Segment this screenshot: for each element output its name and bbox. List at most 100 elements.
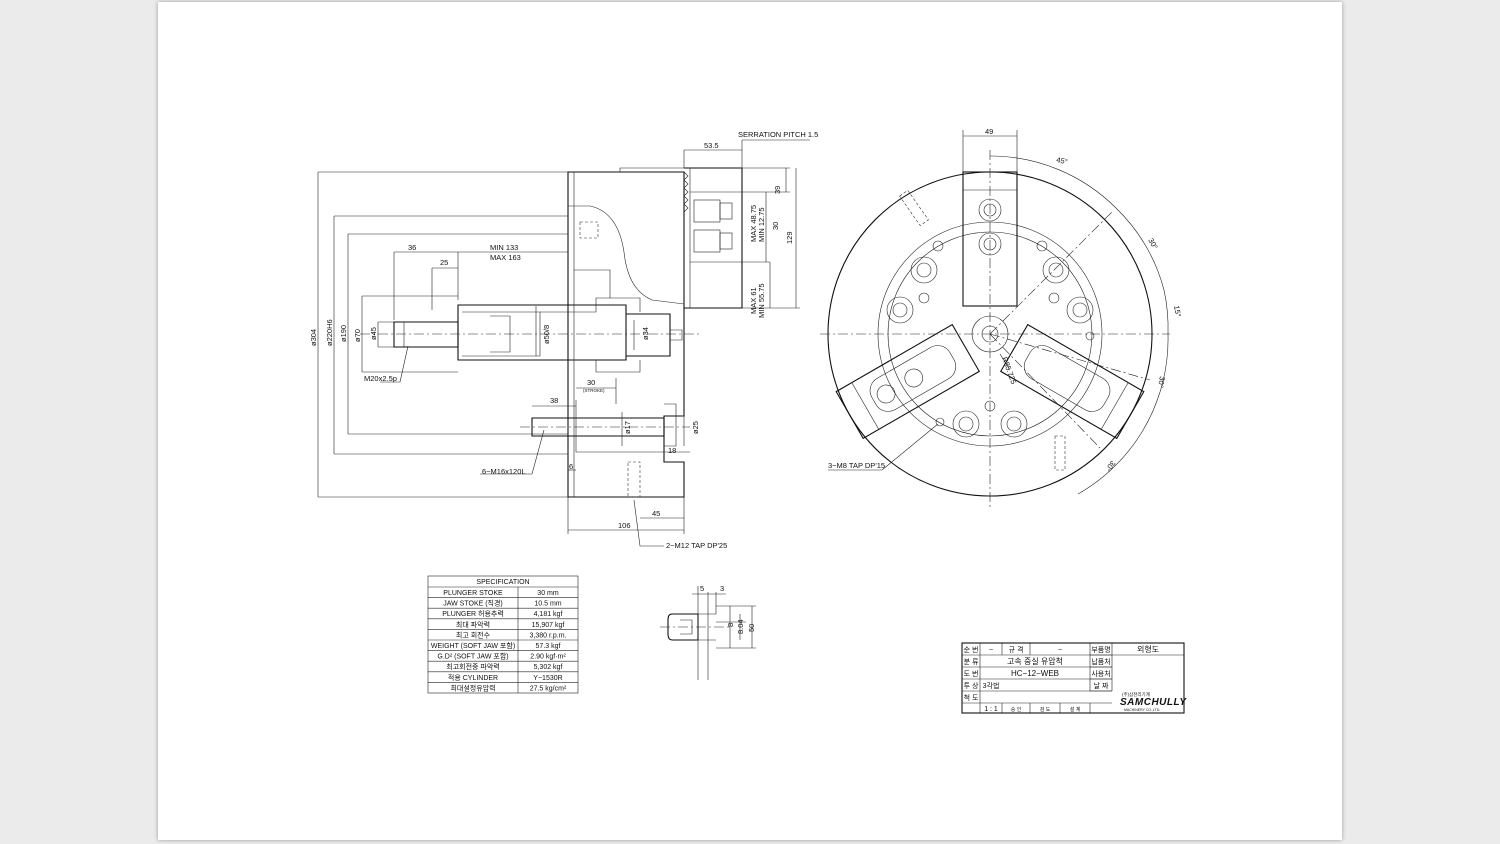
tb-r3c2: HC−12−WEB bbox=[1011, 669, 1059, 678]
front-view-labels: 49 45° 30° 15° 30° 30° R85.725 3−M8 TAP … bbox=[828, 127, 1183, 473]
spec-row-value: 15,907 kgf bbox=[532, 622, 565, 629]
dim-max-163: MAX 163 bbox=[490, 253, 521, 262]
dim-8-04: 8.04 bbox=[736, 619, 745, 634]
dim-53-5: 53.5 bbox=[704, 141, 719, 150]
angle-45: 45° bbox=[1056, 155, 1069, 166]
dim-dia-45: ø45 bbox=[369, 327, 378, 340]
side-view bbox=[317, 139, 810, 547]
tb-r4c5: 날 짜 bbox=[1094, 681, 1109, 690]
dim-dia-190: ø190 bbox=[339, 325, 348, 342]
tap-m8-label: 3−M8 TAP DP'15 bbox=[828, 461, 885, 470]
spec-table: SPECIFICATION PLUNGER STOKE 30 mm JAW STOK… bbox=[427, 575, 579, 694]
dim-50: 50 bbox=[747, 624, 756, 632]
tb-r1c6: 외형도 bbox=[1137, 644, 1159, 654]
angle-30a: 30° bbox=[1146, 237, 1159, 251]
tb-r5c2: 1 : 1 bbox=[984, 706, 998, 713]
tb-r5c4: 검 도 bbox=[1040, 706, 1051, 713]
dim-min-12-75: MIN 12.75 bbox=[757, 207, 766, 242]
spec-row-value: 5,302 kgf bbox=[534, 664, 563, 671]
spec-row-label: PLUNGER 허용추력 bbox=[442, 609, 504, 618]
tap-m12-label: 2−M12 TAP DP'25 bbox=[666, 541, 727, 550]
spec-title: SPECIFICATION bbox=[476, 579, 529, 586]
tb-r3c1: 도 번 bbox=[964, 669, 979, 678]
dim-30b: 30 bbox=[771, 222, 780, 230]
detail-view bbox=[660, 586, 756, 680]
tb-r4c1: 투 상 bbox=[964, 681, 979, 690]
drawing-sheet bbox=[158, 2, 1342, 840]
spec-row-value: 4,181 kgf bbox=[534, 611, 563, 618]
spec-row-value: 27.5 kg/cm² bbox=[530, 685, 567, 692]
thread-m20-label: M20x2.5p bbox=[364, 374, 397, 383]
dim-36: 36 bbox=[408, 243, 416, 252]
dim-39: 39 bbox=[773, 186, 782, 194]
dim-129: 129 bbox=[785, 231, 794, 244]
jaw-left bbox=[835, 323, 981, 440]
dim-38: 38 bbox=[550, 396, 558, 405]
angle-15: 15° bbox=[1172, 305, 1183, 318]
tb-r5c6: 설 계 bbox=[1070, 706, 1081, 713]
dim-dia-17: ø17 bbox=[623, 421, 632, 434]
dim-dia-50-8: ø50/8 bbox=[542, 325, 551, 344]
tb-r2c1: 분 류 bbox=[964, 658, 979, 666]
spec-row-label: 최고 회전수 bbox=[456, 630, 491, 639]
spec-row-label: G.D² (SOFT JAW 포함) bbox=[437, 652, 508, 661]
tb-r2c2: 고속 중실 유압척 bbox=[1007, 656, 1063, 666]
dim-dia-34: ø34 bbox=[641, 327, 650, 340]
dim-45: 45 bbox=[652, 509, 660, 518]
dim-106: 106 bbox=[618, 521, 631, 530]
tb-r5c3: 승 인 bbox=[1011, 706, 1022, 713]
tb-r1c2: − bbox=[989, 647, 993, 654]
tb-r1c3: 규 격 bbox=[1009, 646, 1024, 654]
dim-min-133: MIN 133 bbox=[490, 243, 518, 252]
title-block: 순 번 − 규 격 − 부품명 외형도 분 류 고속 중실 유압척 납품처 도 … bbox=[961, 642, 1187, 714]
tb-r3c5: 사용처 bbox=[1091, 669, 1110, 678]
spec-row-value: 3,380 r.p.m. bbox=[530, 632, 567, 639]
side-view-labels: SERRATION PITCH 1.5 53.5 MIN 133 MAX 163… bbox=[309, 130, 818, 550]
dim-dia-25: ø25 bbox=[691, 421, 700, 434]
company-name: SAMCHULLY bbox=[1120, 697, 1187, 708]
dim-25: 25 bbox=[440, 258, 448, 267]
tb-r4c2: 3각법 bbox=[983, 681, 1000, 690]
tb-r1c4: − bbox=[1058, 647, 1062, 654]
angle-30c: 30° bbox=[1103, 459, 1117, 473]
spec-row-label: 최고회전중 파악력 bbox=[446, 662, 499, 671]
company-logo: (주)삼천리기계 SAMCHULLY MACHINERY CO.,LTD. bbox=[1120, 691, 1187, 712]
bolt-m16-label: 6−M16x120L bbox=[482, 467, 526, 476]
dim-max-48-75: MAX 48.75 bbox=[749, 205, 758, 242]
dim-5: 5 bbox=[700, 584, 704, 593]
spec-row-label: 최대 파악력 bbox=[456, 620, 490, 629]
dim-max-61: MAX 61 bbox=[749, 287, 758, 314]
spec-row-value: 2.90 kgf·m² bbox=[530, 654, 566, 661]
dim-6: 6 bbox=[569, 462, 573, 471]
dim-49: 49 bbox=[985, 127, 993, 136]
tb-r2c5: 납품처 bbox=[1091, 657, 1110, 666]
spec-row-value: 57.3 kgf bbox=[536, 643, 561, 650]
spec-row-label: 적용 CYLINDER bbox=[448, 673, 498, 682]
company-sub: MACHINERY CO.,LTD. bbox=[1124, 708, 1160, 712]
dim-min-55-75: MIN 55.75 bbox=[757, 283, 766, 318]
spec-row-label: PLUNGER STOKE bbox=[443, 590, 503, 597]
serration-pitch-label: SERRATION PITCH 1.5 bbox=[738, 130, 818, 139]
dim-3: 3 bbox=[720, 584, 724, 593]
tb-r5c1: 척 도 bbox=[964, 694, 979, 702]
jaw-right bbox=[999, 323, 1145, 440]
stroke-note: (STROKE) bbox=[583, 388, 605, 393]
tb-r1c1: 순 번 bbox=[964, 645, 979, 654]
spec-row-label: WEIGHT (SOFT JAW 포함) bbox=[431, 641, 515, 650]
dim-dia-220: ø220H6 bbox=[325, 319, 334, 346]
angle-30b: 30° bbox=[1156, 376, 1167, 389]
dim-8: 8 bbox=[726, 623, 735, 627]
spec-row-value: Y−1530R bbox=[533, 675, 562, 682]
dim-dia-70: ø70 bbox=[353, 329, 362, 342]
dim-dia-304: ø304 bbox=[309, 329, 318, 346]
spec-row-label: JAW STOKE (직경) bbox=[443, 599, 503, 608]
spec-row-label: 최대설정유압력 bbox=[450, 683, 495, 692]
spec-row-value: 10.5 mm bbox=[534, 601, 561, 608]
front-view bbox=[820, 130, 1170, 510]
dim-18: 18 bbox=[668, 446, 676, 455]
spec-row-value: 30 mm bbox=[537, 590, 559, 597]
company-small: (주)삼천리기계 bbox=[1122, 691, 1150, 698]
dim-30-stroke: 30 bbox=[587, 378, 595, 387]
tb-r1c5: 부품명 bbox=[1091, 645, 1110, 654]
